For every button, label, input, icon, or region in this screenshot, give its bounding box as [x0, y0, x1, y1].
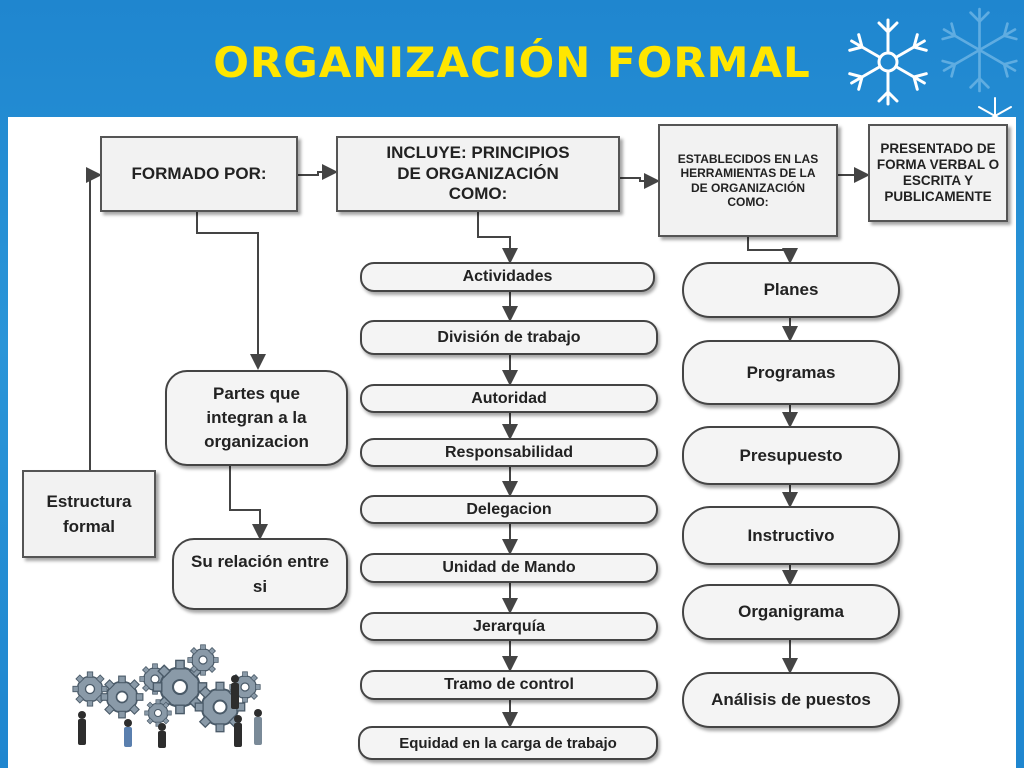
- incluye-label: INCLUYE: PRINCIPIOS DE ORGANIZACIÓN COMO…: [386, 143, 570, 204]
- incluye-box: INCLUYE: PRINCIPIOS DE ORGANIZACIÓN COMO…: [336, 136, 620, 212]
- establecidos-label: ESTABLECIDOS EN LAS HERRAMIENTAS DE LA D…: [677, 151, 819, 209]
- principio-label: Tramo de control: [444, 676, 574, 693]
- herramienta-label: Análisis de puestos: [711, 690, 871, 709]
- estructura-label: Estructura formal: [46, 491, 132, 537]
- herramienta-node: Programas: [682, 340, 900, 405]
- principio-node: División de trabajo: [360, 320, 658, 355]
- principio-node: Jerarquía: [360, 612, 658, 641]
- herramienta-node: Instructivo: [682, 506, 900, 565]
- relacion-label: Su relación entre si: [191, 551, 329, 597]
- principio-node: Autoridad: [360, 384, 658, 413]
- herramienta-label: Planes: [763, 280, 819, 299]
- principio-label: Equidad en la carga de trabajo: [399, 734, 617, 752]
- principio-label: Autoridad: [471, 389, 547, 407]
- principio-node: Equidad en la carga de trabajo: [358, 726, 658, 760]
- principio-node: Delegacion: [360, 495, 658, 524]
- principio-label: Actividades: [462, 268, 553, 285]
- principio-node: Tramo de control: [360, 670, 658, 700]
- herramienta-label: Instructivo: [747, 525, 835, 545]
- herramienta-label: Programas: [746, 362, 836, 382]
- formado-por-box: FORMADO POR:: [100, 136, 298, 212]
- partes-node: Partes que integran a la organizacion: [165, 370, 348, 466]
- herramienta-node: Organigrama: [682, 584, 900, 640]
- establecidos-box: ESTABLECIDOS EN LAS HERRAMIENTAS DE LA D…: [658, 124, 838, 237]
- partes-label: Partes que integran a la organizacion: [204, 384, 309, 451]
- principio-label: Delegacion: [466, 500, 552, 518]
- herramienta-node: Planes: [682, 262, 900, 318]
- principio-label: División de trabajo: [437, 328, 581, 346]
- principio-node: Actividades: [360, 262, 655, 292]
- gears-teamwork-illustration: [60, 627, 272, 750]
- presentado-box: PRESENTADO DE FORMA VERBAL O ESCRITA Y P…: [868, 124, 1008, 222]
- relacion-node: Su relación entre si: [172, 538, 348, 610]
- snowflake-icon: [845, 18, 931, 106]
- principio-label: Responsabilidad: [444, 443, 574, 461]
- presentado-label: PRESENTADO DE FORMA VERBAL O ESCRITA Y P…: [876, 140, 1000, 205]
- slide-title: ORGANIZACIÓN FORMAL: [213, 38, 811, 87]
- snowflake-icon: [938, 7, 1021, 93]
- formado-por-label: FORMADO POR:: [131, 163, 267, 183]
- herramienta-node: Presupuesto: [682, 426, 900, 485]
- principio-label: Jerarquía: [472, 617, 546, 635]
- principio-node: Unidad de Mando: [360, 553, 658, 583]
- herramienta-label: Presupuesto: [739, 445, 843, 465]
- herramienta-label: Organigrama: [738, 602, 844, 621]
- herramienta-node: Análisis de puestos: [682, 672, 900, 728]
- principio-label: Unidad de Mando: [442, 559, 576, 576]
- estructura-box: Estructura formal: [22, 470, 156, 558]
- principio-node: Responsabilidad: [360, 438, 658, 467]
